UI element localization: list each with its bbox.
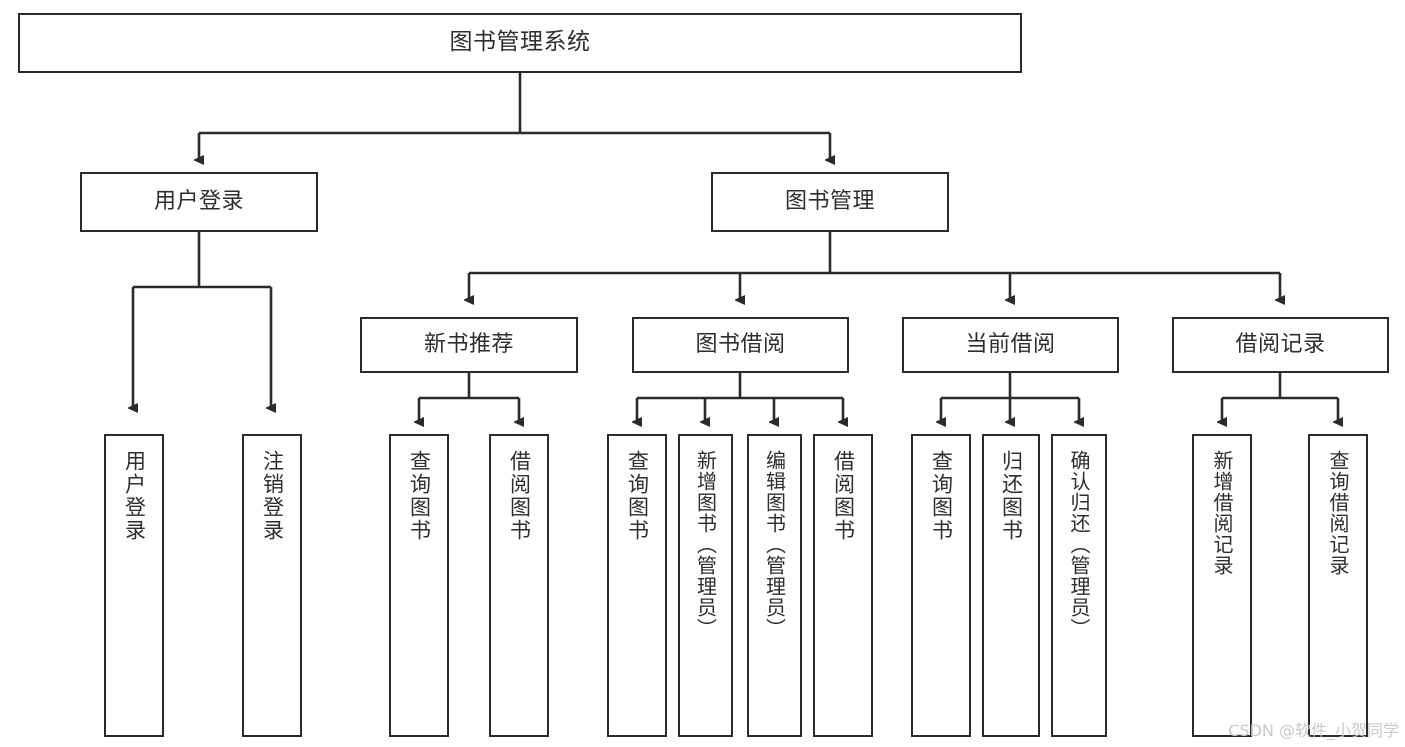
node-book-borrowing[interactable]: 图书借阅 — [632, 317, 849, 373]
node-label: 当前借阅 — [965, 332, 1056, 358]
node-label: 图书借阅 — [695, 332, 786, 358]
leaf-add-book-admin[interactable]: 新增图书（管理员） — [678, 434, 733, 737]
node-label: 图书管理系统 — [449, 29, 591, 56]
node-root-book-management-system[interactable]: 图书管理系统 — [18, 13, 1022, 73]
node-borrowing-records[interactable]: 借阅记录 — [1172, 317, 1389, 373]
leaf-user-login[interactable]: 用户登录 — [104, 434, 164, 737]
leaf-query-book-borrow[interactable]: 查询图书 — [607, 434, 667, 737]
node-label: 查询图书 — [929, 450, 954, 542]
node-label: 用户登录 — [153, 189, 244, 215]
node-label: 图书管理 — [784, 189, 875, 215]
node-book-management[interactable]: 图书管理 — [711, 172, 949, 232]
node-label: 新书推荐 — [423, 332, 514, 358]
node-label: 查询借阅记录 — [1326, 450, 1350, 576]
csdn-watermark: CSDN @软件_小贺同学 — [1228, 721, 1399, 740]
node-user-login[interactable]: 用户登录 — [80, 172, 318, 232]
node-new-book-recommendation[interactable]: 新书推荐 — [360, 317, 578, 373]
leaf-query-book-recommend[interactable]: 查询图书 — [389, 434, 449, 737]
leaf-confirm-return-admin[interactable]: 确认归还（管理员） — [1051, 434, 1107, 737]
leaf-edit-book-admin[interactable]: 编辑图书（管理员） — [747, 434, 802, 737]
leaf-return-book[interactable]: 归还图书 — [982, 434, 1040, 737]
leaf-borrow-book-recommend[interactable]: 借阅图书 — [489, 434, 549, 737]
node-label: 确认归还（管理员） — [1067, 450, 1091, 639]
node-label: 查询图书 — [625, 450, 650, 542]
leaf-borrow-book[interactable]: 借阅图书 — [813, 434, 873, 737]
node-label: 新增图书（管理员） — [693, 450, 718, 639]
node-label: 用户登录 — [122, 450, 147, 542]
leaf-query-borrow-record[interactable]: 查询借阅记录 — [1308, 434, 1368, 737]
leaf-add-borrow-record[interactable]: 新增借阅记录 — [1192, 434, 1252, 737]
node-label: 查询图书 — [407, 450, 432, 542]
node-label: 借阅图书 — [831, 450, 856, 542]
node-label: 借阅记录 — [1235, 332, 1326, 358]
leaf-logout[interactable]: 注销登录 — [242, 434, 302, 737]
node-label: 编辑图书（管理员） — [762, 450, 787, 639]
node-current-borrowing[interactable]: 当前借阅 — [902, 317, 1119, 373]
node-label: 新增借阅记录 — [1210, 450, 1234, 576]
leaf-query-book-current[interactable]: 查询图书 — [911, 434, 971, 737]
node-label: 借阅图书 — [507, 450, 532, 542]
node-label: 归还图书 — [999, 450, 1024, 542]
node-label: 注销登录 — [260, 450, 285, 542]
